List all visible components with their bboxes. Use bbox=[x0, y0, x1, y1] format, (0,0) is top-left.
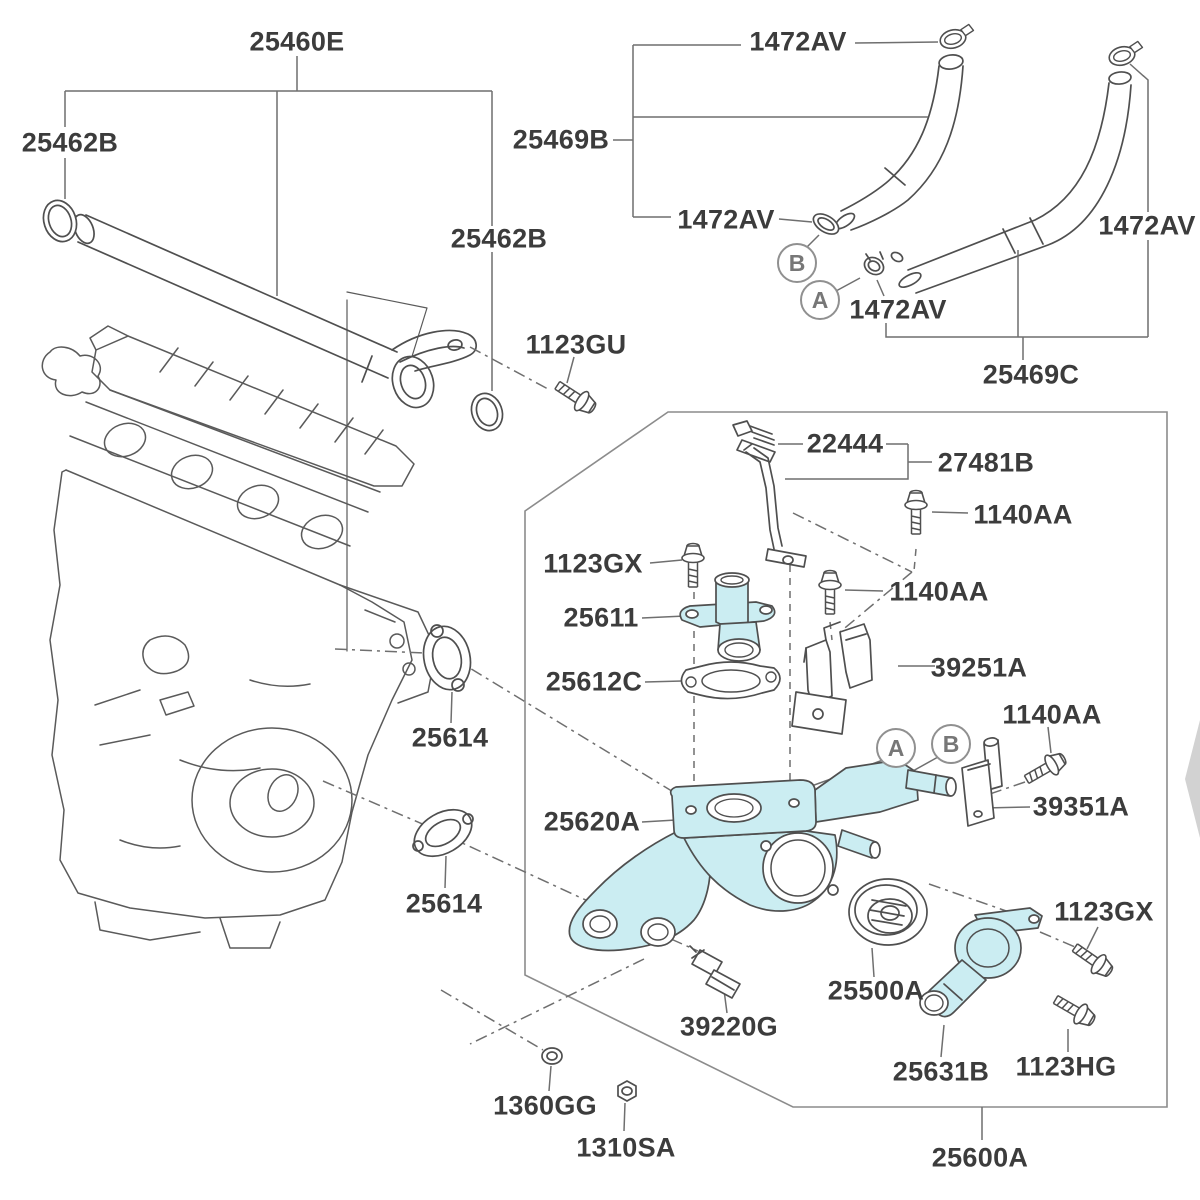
oring-left-25462b bbox=[42, 199, 78, 243]
callout-a-mid: A bbox=[876, 728, 916, 768]
clamp-icon-right bbox=[1106, 39, 1147, 69]
bolt-1140aa-1 bbox=[904, 489, 928, 535]
label-clamp-top: 1472AV bbox=[749, 26, 847, 57]
bracket-39251a bbox=[791, 621, 873, 735]
callout-a-top: A bbox=[800, 280, 840, 320]
label-washer: 1360GG bbox=[493, 1090, 597, 1121]
bolt-1140aa-3 bbox=[1020, 747, 1071, 790]
label-outlet-bolt-lower: 1123HG bbox=[1015, 1051, 1117, 1082]
label-stay-bolt: 1140AA bbox=[973, 499, 1073, 530]
bolt-1123gx-2 bbox=[1067, 937, 1118, 983]
temp-sensor-39220g bbox=[689, 945, 741, 999]
label-oring-right: 25462B bbox=[450, 223, 548, 254]
callout-b-top: B bbox=[777, 243, 817, 283]
label-bracket-bolt-mid: 1140AA bbox=[889, 576, 989, 607]
label-clamp-left: 1472AV bbox=[677, 204, 775, 235]
label-connector: 22444 bbox=[806, 428, 884, 459]
label-hose-lower: 25469C bbox=[982, 359, 1080, 390]
thermostat-25500a bbox=[848, 878, 928, 946]
coolant-pipe-25460e bbox=[73, 213, 477, 409]
water-outlet-25631b bbox=[919, 907, 1043, 1018]
label-hose-upper: 25469B bbox=[512, 124, 610, 155]
bolt-1123gu-icon bbox=[550, 375, 601, 420]
alignment-dashed-lines bbox=[693, 548, 917, 800]
label-stay-bracket: 27481B bbox=[937, 447, 1035, 478]
label-valve-bolt: 1123GX bbox=[543, 548, 643, 579]
label-nut: 1310SA bbox=[576, 1132, 676, 1163]
label-assembly: 25600A bbox=[931, 1142, 1029, 1173]
label-water-inlet: 25620A bbox=[543, 806, 641, 837]
label-bracket-bolt-low: 1140AA bbox=[1002, 699, 1102, 730]
label-clamp-mid: 1472AV bbox=[849, 294, 947, 325]
label-water-outlet: 25631B bbox=[892, 1056, 990, 1087]
callout-b-mid: B bbox=[931, 724, 971, 764]
label-clamp-right: 1472AV bbox=[1098, 210, 1196, 241]
label-outlet-bolt-upper: 1123GX bbox=[1054, 896, 1154, 927]
gasket-25612c bbox=[680, 661, 781, 700]
group-boundary-25600a bbox=[524, 411, 1168, 1108]
oring-right-25462b bbox=[470, 392, 504, 432]
water-inlet-25620a bbox=[568, 759, 957, 952]
label-pipe-bolt: 1123GU bbox=[525, 329, 627, 360]
clamp-icon-a bbox=[863, 251, 885, 276]
bolt-1123gx-1 bbox=[681, 542, 705, 588]
label-gasket-lower: 25614 bbox=[405, 888, 483, 919]
clamp-icon-top bbox=[937, 22, 978, 52]
gasket-25614-upper bbox=[422, 624, 472, 692]
control-valve-25611 bbox=[679, 572, 776, 662]
label-control-valve: 25611 bbox=[563, 602, 639, 633]
label-support-bracket: 39251A bbox=[930, 652, 1028, 683]
watermark-arrow-icon bbox=[1185, 720, 1200, 838]
nut-1310sa bbox=[617, 1080, 637, 1102]
bolt-1140aa-2 bbox=[818, 569, 842, 615]
label-gasket-upper: 25614 bbox=[411, 722, 489, 753]
hose-25469b bbox=[834, 22, 978, 231]
hose-25469c bbox=[890, 39, 1147, 294]
engine-illustration bbox=[41, 291, 437, 949]
label-oring-left: 25462B bbox=[21, 127, 119, 158]
label-sensor-bracket: 39351A bbox=[1032, 791, 1130, 822]
gasket-25614-lower bbox=[412, 808, 474, 858]
bracket-39351a bbox=[961, 737, 1003, 827]
label-thermostat: 25500A bbox=[827, 975, 925, 1006]
bracket-27481b bbox=[743, 443, 807, 568]
washer-1360gg bbox=[541, 1047, 563, 1065]
clamp-icon-b bbox=[812, 213, 840, 235]
bolt-1123hg bbox=[1049, 989, 1100, 1032]
connector-22444 bbox=[732, 420, 776, 463]
label-pipe-assembly: 25460E bbox=[249, 26, 345, 57]
label-temp-sensor: 39220G bbox=[680, 1011, 778, 1042]
label-valve-gasket: 25612C bbox=[545, 666, 643, 697]
